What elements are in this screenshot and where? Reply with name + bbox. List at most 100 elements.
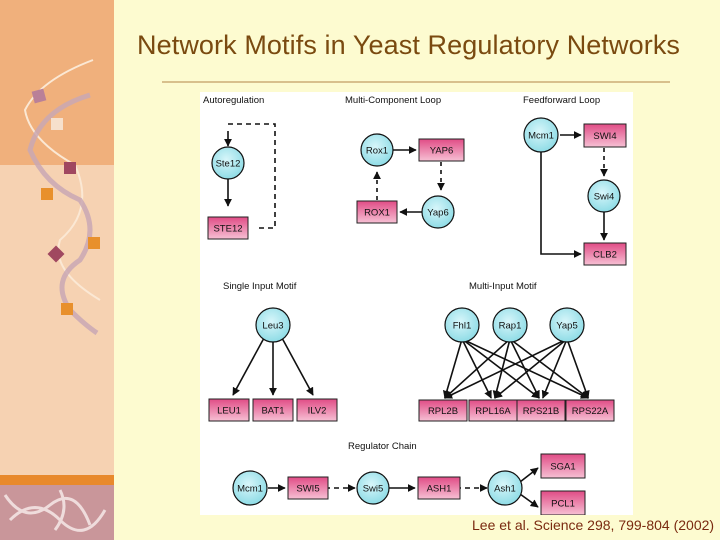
gene-node-shape xyxy=(418,399,468,422)
node-ASH1-gene: ASH1 xyxy=(417,476,461,500)
regulator-node-shape xyxy=(523,117,559,153)
regulator-node-shape xyxy=(549,307,585,343)
gene-node-shape xyxy=(540,453,586,479)
regulatory-edge xyxy=(492,338,511,399)
node-SWI4-gene: SWI4 xyxy=(583,123,627,148)
decor-square xyxy=(61,303,73,315)
decor-square xyxy=(88,237,100,249)
regulator-node-shape xyxy=(232,470,268,506)
gene-label: STE12 xyxy=(213,224,242,235)
node-PCL1-gene: PCL1 xyxy=(540,490,586,515)
regulator-label: Leu3 xyxy=(262,321,283,332)
regulatory-edge xyxy=(442,338,463,399)
regulator-label: Swi5 xyxy=(363,484,384,495)
regulatory-edge xyxy=(541,338,568,399)
node-swi5: Swi5 xyxy=(356,471,390,505)
regulator-label: Ste12 xyxy=(216,159,241,170)
gene-label: CLB2 xyxy=(593,250,617,261)
node-CLB2-gene: CLB2 xyxy=(583,242,627,266)
gene-label: RPL16A xyxy=(475,406,511,417)
decorative-sidebar xyxy=(0,0,114,540)
regulator-label: Rap1 xyxy=(499,321,522,332)
node-mcm1-chain: Mcm1 xyxy=(232,470,268,506)
network-motifs-figure: Autoregulation Multi-Component Loop Feed… xyxy=(200,92,633,515)
regulator-node-shape xyxy=(421,195,455,229)
gene-node-shape xyxy=(583,242,627,266)
gene-label: RPS21B xyxy=(523,406,559,417)
node-multi-input-gene: RPS21B xyxy=(516,399,566,422)
regulatory-edge xyxy=(509,338,589,399)
node-multi-input-regulator: Rap1 xyxy=(492,307,528,343)
regulator-node-shape xyxy=(587,179,621,213)
regulator-label: Fhl1 xyxy=(453,321,471,332)
regulatory-edge xyxy=(461,338,540,399)
node-swi4: Swi4 xyxy=(587,179,621,213)
regulatory-edge xyxy=(494,338,568,399)
regulator-label: Rox1 xyxy=(366,146,388,157)
regulatory-edge xyxy=(444,338,511,399)
node-multi-input-regulator: Yap5 xyxy=(549,307,585,343)
node-single-input-gene: LEU1 xyxy=(208,398,250,422)
motif-title-multi-input: Multi-Input Motif xyxy=(469,281,537,292)
gene-node-shape xyxy=(287,476,329,500)
gene-node-shape xyxy=(540,490,586,515)
slide-title: Network Motifs in Yeast Regulatory Netwo… xyxy=(137,30,681,60)
node-YAP6-gene: YAP6 xyxy=(418,138,465,162)
decor-square xyxy=(31,88,47,104)
gene-node-shape xyxy=(356,200,398,224)
regulator-label: Yap6 xyxy=(427,208,448,219)
regulatory-edge xyxy=(444,338,568,399)
regulator-node-shape xyxy=(356,471,390,505)
gene-node-shape xyxy=(583,123,627,148)
citation: Lee et al. Science 298, 799-804 (2002) xyxy=(472,517,715,533)
regulator-node-shape xyxy=(255,307,291,343)
gene-node-shape xyxy=(516,399,566,422)
node-yap6: Yap6 xyxy=(421,195,455,229)
gene-label: SWI5 xyxy=(296,484,319,495)
regulator-node-shape xyxy=(487,470,523,506)
motif-title-regulator-chain: Regulator Chain xyxy=(348,441,417,452)
node-SGA1-gene: SGA1 xyxy=(540,453,586,479)
gene-label: YAP6 xyxy=(430,146,454,157)
gene-label: LEU1 xyxy=(217,406,241,417)
motif-title-feedforward-loop: Feedforward Loop xyxy=(523,95,600,106)
gene-label: SWI4 xyxy=(593,131,616,142)
gene-label: ROX1 xyxy=(364,208,390,219)
regulator-label: Yap5 xyxy=(556,321,577,332)
gene-node-shape xyxy=(208,398,250,422)
regulator-label: Ash1 xyxy=(494,484,516,495)
gene-label: ASH1 xyxy=(427,484,452,495)
title-divider xyxy=(162,81,670,83)
regulator-node-shape xyxy=(444,307,480,343)
motif-title-autoregulation: Autoregulation xyxy=(203,95,264,106)
decor-square xyxy=(64,162,76,174)
regulator-label: Mcm1 xyxy=(528,131,554,142)
gene-label: SGA1 xyxy=(550,462,575,473)
gene-node-shape xyxy=(418,138,465,162)
gene-node-shape xyxy=(207,216,249,240)
node-multi-input-gene: RPS22A xyxy=(565,399,615,422)
gene-node-shape xyxy=(296,398,338,422)
node-multi-input-gene: RPL16A xyxy=(468,399,518,422)
node-rox1: Rox1 xyxy=(360,133,394,167)
gene-label: RPL2B xyxy=(428,406,458,417)
node-SWI5-gene: SWI5 xyxy=(287,476,329,500)
regulatory-edge xyxy=(566,338,590,399)
regulator-node-shape xyxy=(492,307,528,343)
regulator-node-shape xyxy=(211,146,245,180)
node-ste12: Ste12 xyxy=(211,146,245,180)
motif-title-single-input: Single Input Motif xyxy=(223,281,297,292)
motif-title-multi-component-loop: Multi-Component Loop xyxy=(345,95,441,106)
node-ROX1-gene: ROX1 xyxy=(356,200,398,224)
regulator-node-shape xyxy=(360,133,394,167)
node-single-input-gene: BAT1 xyxy=(252,398,294,422)
node-STE12-gene: STE12 xyxy=(207,216,249,240)
regulator-label: Mcm1 xyxy=(237,484,263,495)
gene-label: ILV2 xyxy=(308,406,327,417)
gene-label: PCL1 xyxy=(551,499,575,510)
node-multi-input-gene: RPL2B xyxy=(418,399,468,422)
gene-node-shape xyxy=(417,476,461,500)
gene-node-shape xyxy=(252,398,294,422)
node-ash1: Ash1 xyxy=(487,470,523,506)
node-single-input-gene: ILV2 xyxy=(296,398,338,422)
